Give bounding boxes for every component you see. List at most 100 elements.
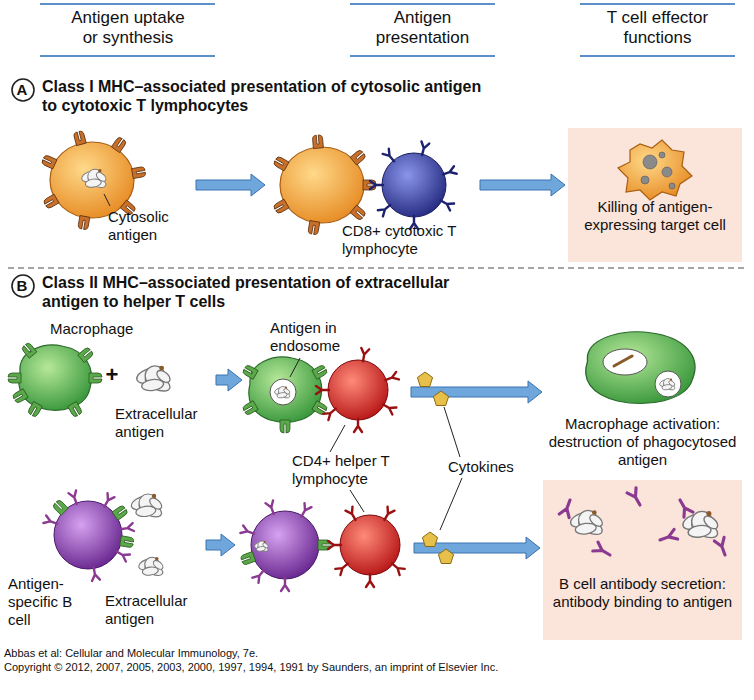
endosomal-antigen bbox=[274, 386, 291, 399]
node-text: Macrophage activation: destruction of ph… bbox=[547, 415, 738, 469]
surface-molecule bbox=[132, 166, 147, 178]
process-arrow bbox=[216, 369, 242, 391]
antigen-presentation-pair: CD4+ helper T lymphocyte bbox=[238, 450, 413, 600]
section-divider bbox=[8, 267, 746, 269]
surface-molecule bbox=[346, 507, 359, 522]
phagocytosed-antigen bbox=[659, 378, 676, 391]
node-text: Killing of antigen-expressing target cel… bbox=[572, 198, 738, 234]
surface-molecule bbox=[78, 216, 90, 231]
surface-molecule bbox=[120, 523, 134, 533]
extracellular-antigen bbox=[137, 557, 164, 578]
surface-molecule bbox=[252, 568, 266, 583]
node-text: B cell antibody secretion: antibody bind… bbox=[547, 575, 738, 611]
surface-molecule bbox=[384, 372, 399, 384]
node-text: B bbox=[10, 277, 34, 295]
surface-molecule bbox=[308, 221, 320, 236]
killed-cell bbox=[618, 140, 692, 200]
surface-molecules bbox=[8, 130, 457, 591]
surface-molecule bbox=[383, 149, 397, 164]
node-text: Extracellular antigen bbox=[115, 405, 213, 441]
surface-molecule bbox=[242, 364, 258, 379]
surface-molecule bbox=[378, 202, 393, 216]
surface-molecule bbox=[273, 156, 289, 171]
surface-molecule bbox=[273, 199, 289, 214]
apoptotic-bodies bbox=[641, 152, 675, 189]
leader-line bbox=[104, 194, 110, 206]
surface-molecule bbox=[112, 505, 128, 521]
node-text: CD8+ cytotoxic T lymphocyte bbox=[342, 222, 477, 258]
b-cell bbox=[251, 511, 319, 579]
phagosome bbox=[655, 371, 681, 397]
endosome bbox=[270, 379, 296, 405]
surface-molecule bbox=[381, 507, 394, 522]
surface-molecule bbox=[439, 197, 454, 210]
surface-molecule bbox=[265, 500, 277, 515]
effector-group: Macrophage activation: destruction of ph… bbox=[545, 325, 740, 475]
surface-molecule bbox=[323, 406, 338, 420]
antigen-synthesis-cell: Cytosolic antigen bbox=[30, 125, 195, 250]
surface-molecule bbox=[390, 561, 405, 575]
surface-molecule bbox=[350, 149, 366, 165]
surface-molecule bbox=[73, 130, 86, 145]
activated-macrophage bbox=[586, 332, 695, 404]
surface-molecule bbox=[240, 552, 256, 566]
surface-molecule bbox=[90, 567, 100, 581]
node-text: Antigen-specific B cell bbox=[8, 575, 74, 629]
surface-molecule bbox=[89, 373, 102, 383]
node-text: Cytosolic antigen bbox=[108, 208, 193, 244]
node-text: A bbox=[10, 81, 34, 99]
surface-molecule bbox=[52, 499, 68, 515]
effector-box: Killing of antigen-expressing target cel… bbox=[568, 128, 742, 262]
surface-molecule bbox=[242, 401, 258, 416]
effector-panel bbox=[543, 480, 742, 640]
cytosolic-antigen bbox=[80, 169, 107, 190]
column-header: Antigen uptake or synthesis bbox=[63, 8, 193, 49]
surface-molecule bbox=[78, 347, 94, 363]
surface-molecule bbox=[359, 348, 369, 362]
internalized-antigen bbox=[254, 541, 269, 553]
antigen-presentation-pair: CD8+ cytotoxic T lymphocyte bbox=[268, 125, 479, 260]
surface-molecule bbox=[240, 525, 255, 537]
surface-molecule bbox=[298, 503, 311, 518]
cd8-t-cell bbox=[382, 153, 446, 217]
header-rules bbox=[40, 4, 735, 56]
section-letter: B bbox=[10, 274, 36, 298]
surface-molecule bbox=[43, 515, 58, 527]
section-title: Class II MHC–associated presentation of … bbox=[42, 273, 482, 311]
phagosome bbox=[603, 349, 647, 375]
surface-molecule bbox=[68, 490, 80, 505]
macrophage bbox=[249, 357, 322, 422]
node-text: CD4+ helper T lymphocyte bbox=[292, 452, 407, 488]
surface-molecule bbox=[12, 389, 28, 404]
surface-molecule bbox=[115, 548, 130, 561]
copyright-note: Copyright © 2012, 2007, 2005, 2003, 2000… bbox=[4, 661, 744, 674]
antigen-uptake-group: Antigen-specific B cellExtracellular ant… bbox=[5, 490, 205, 632]
surface-molecule bbox=[354, 419, 362, 432]
extracellular-antigen bbox=[130, 494, 164, 520]
cd4-t-cell bbox=[340, 515, 400, 575]
antigen-presentation-pair: Antigen in endosome bbox=[245, 316, 410, 423]
surface-molecule bbox=[27, 402, 42, 418]
surface-molecule bbox=[328, 541, 341, 549]
surface-molecule bbox=[316, 386, 329, 394]
section-letter: A bbox=[10, 78, 36, 102]
surface-molecule bbox=[101, 493, 114, 508]
surface-molecule bbox=[43, 194, 59, 209]
plus-sign: + bbox=[103, 362, 121, 388]
surface-molecule bbox=[312, 135, 323, 149]
node-text: Macrophage bbox=[50, 320, 150, 338]
surface-molecule bbox=[442, 166, 457, 178]
antigen-fragment bbox=[614, 356, 632, 366]
surface-molecule bbox=[120, 536, 135, 548]
surface-molecule bbox=[335, 561, 350, 575]
surface-molecule bbox=[312, 364, 328, 379]
leader-line bbox=[290, 358, 300, 377]
process-arrow bbox=[480, 174, 565, 196]
process-arrow bbox=[196, 174, 265, 196]
extracellular-antigen bbox=[135, 365, 173, 394]
effector-panel bbox=[568, 128, 742, 262]
surface-molecule bbox=[280, 420, 290, 433]
surface-molecule bbox=[111, 136, 127, 152]
surface-molecule bbox=[281, 578, 289, 591]
node-text: Antigen in endosome bbox=[270, 319, 355, 355]
